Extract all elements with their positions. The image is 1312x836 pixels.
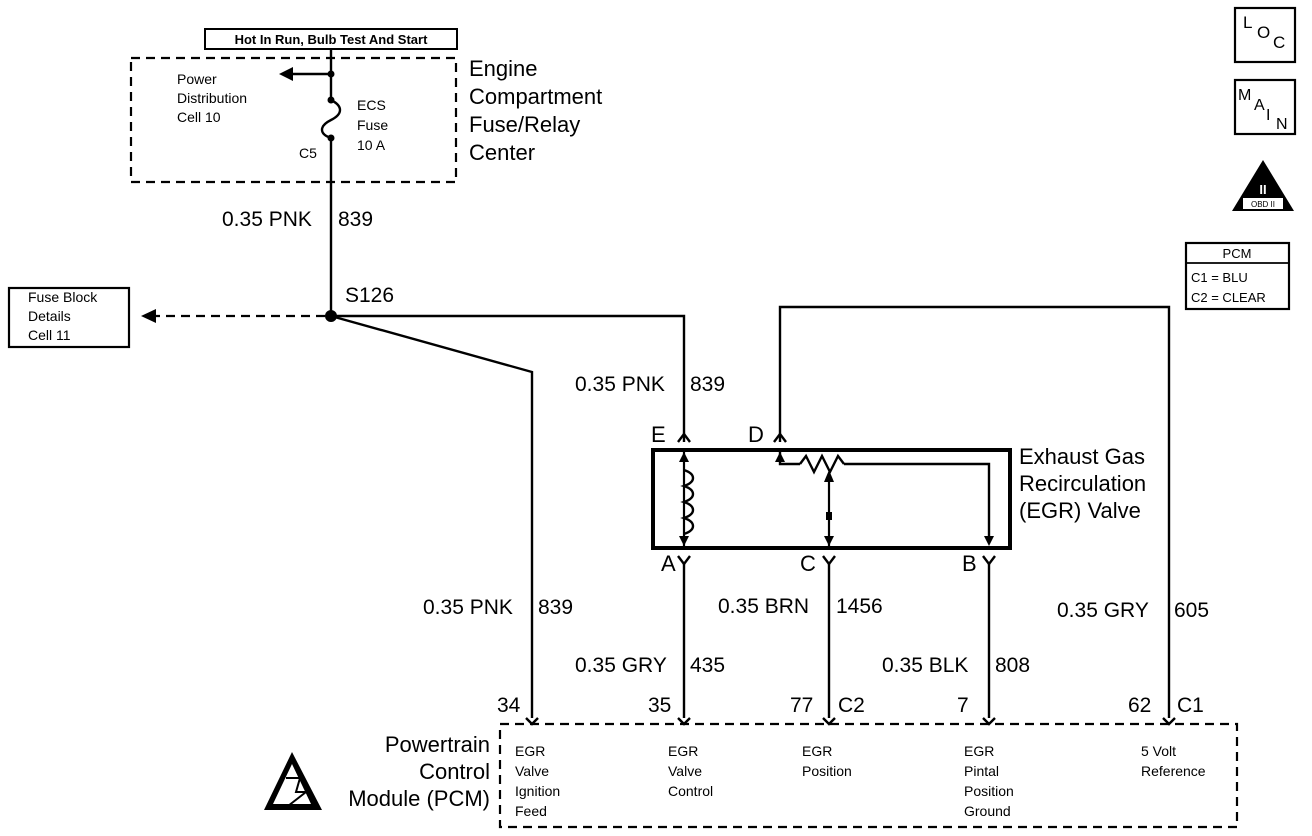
loc-icon: L O C (1233, 6, 1297, 64)
wire-6-circuit: 808 (995, 654, 1030, 677)
legend-title: PCM (1223, 246, 1252, 261)
pcm-pin-77-icon (822, 717, 836, 726)
pcm-f5-1: 5 Volt (1141, 743, 1176, 759)
wire-4-circuit: 435 (690, 654, 725, 677)
fuse-block-box (7, 286, 131, 349)
pcm-title-2: Control (419, 759, 490, 784)
wire-5-label: 0.35 BRN (718, 595, 809, 618)
pcm-pin-7: 7 (957, 694, 969, 717)
fuse-block-label-1: Fuse Block (28, 289, 98, 305)
arrow-left-icon (279, 67, 293, 81)
main-icon-letter-1: M (1238, 87, 1251, 104)
connector-d-icon (773, 432, 787, 443)
wire-1-circuit: 839 (338, 208, 373, 231)
loc-icon-letter-2: O (1257, 23, 1270, 42)
pcm-connector-c2: C2 (838, 694, 865, 717)
pcm-f2-1: EGR (668, 743, 698, 759)
main-icon-letter-2: A (1254, 97, 1265, 114)
wire-5-circuit: 1456 (836, 595, 883, 618)
wire-3-circuit: 839 (538, 596, 573, 619)
pcm-f1-1: EGR (515, 743, 545, 759)
pcm-pin-34: 34 (497, 694, 521, 717)
power-source-text: Hot In Run, Bulb Test And Start (235, 32, 428, 47)
fuse-block-label-2: Details (28, 308, 71, 324)
fuse-block-label-3: Cell 11 (28, 327, 71, 343)
wire-4-label: 0.35 GRY (575, 654, 667, 677)
wire-7-circuit: 605 (1174, 599, 1209, 622)
main-icon-letter-3: I (1266, 107, 1270, 124)
main-icon-letter-4: N (1276, 116, 1288, 133)
wire-2-label: 0.35 PNK (575, 373, 665, 396)
egr-title-1: Exhaust Gas (1019, 444, 1145, 469)
connector-b-icon (982, 555, 996, 566)
pcm-f1-3: Ignition (515, 783, 560, 799)
main-icon: M A I N (1233, 78, 1297, 136)
wire-3-label: 0.35 PNK (423, 596, 513, 619)
pcm-f3-2: Position (802, 763, 852, 779)
fuse-label-1: ECS (357, 97, 386, 113)
pcm-f1-2: Valve (515, 763, 549, 779)
pcm-f4-4: Ground (964, 803, 1011, 819)
obd-icon-label: OBD II (1251, 200, 1275, 209)
connector-c-icon (822, 555, 836, 566)
pcm-f4-1: EGR (964, 743, 994, 759)
arrow-left-icon (141, 309, 156, 323)
pin-e-label: E (651, 422, 666, 447)
fuse-label-2: Fuse (357, 117, 388, 133)
fuse-center-title-4: Center (469, 140, 535, 165)
obd-ii-icon: II OBD II (1232, 160, 1294, 211)
pcm-pin-77: 77 (790, 694, 813, 717)
wire-2-circuit: 839 (690, 373, 725, 396)
power-dist-label-2: Distribution (177, 90, 247, 106)
pcm-f2-2: Valve (668, 763, 702, 779)
pcm-connector-legend: PCM C1 = BLU C2 = CLEAR (1184, 241, 1291, 311)
egr-title-3: (EGR) Valve (1019, 498, 1141, 523)
pcm-f5-2: Reference (1141, 763, 1206, 779)
pcm-connector-c1: C1 (1177, 694, 1204, 717)
connector-a-icon (677, 555, 691, 566)
legend-c2: C2 = CLEAR (1191, 290, 1266, 305)
pin-b-label: B (962, 551, 977, 576)
potentiometer-icon (799, 453, 845, 475)
fuse-center-title-1: Engine (469, 56, 538, 81)
fuse-center-title-2: Compartment (469, 84, 602, 109)
power-dist-label-1: Power (177, 71, 217, 87)
pcm-box (498, 722, 1239, 829)
pin-d-label: D (748, 422, 764, 447)
connector-c5-label: C5 (299, 145, 317, 161)
fuse-label-3: 10 A (357, 137, 386, 153)
pcm-pin-35: 35 (648, 694, 671, 717)
wire-6-label: 0.35 BLK (882, 654, 968, 677)
legend-c1: C1 = BLU (1191, 270, 1248, 285)
pcm-f4-3: Position (964, 783, 1014, 799)
pcm-title-1: Powertrain (385, 732, 490, 757)
pin-a-label: A (661, 551, 676, 576)
wire-1-label: 0.35 PNK (222, 208, 312, 231)
power-source-label: Hot In Run, Bulb Test And Start (204, 28, 458, 50)
loc-icon-letter-1: L (1243, 13, 1252, 32)
pcm-f2-3: Control (668, 783, 713, 799)
pcm-f1-4: Feed (515, 803, 547, 819)
solenoid-coil-icon (680, 468, 695, 536)
power-dist-label-3: Cell 10 (177, 109, 221, 125)
pcm-f3-1: EGR (802, 743, 832, 759)
egr-valve-box (651, 448, 1012, 550)
pcm-f4-2: Pintal (964, 763, 999, 779)
wire-7-label: 0.35 GRY (1057, 599, 1149, 622)
esd-warning-icon (264, 752, 322, 810)
fuse-icon (320, 98, 342, 140)
pcm-title-3: Module (PCM) (348, 786, 490, 811)
egr-title-2: Recirculation (1019, 471, 1146, 496)
pcm-pin-62: 62 (1128, 694, 1151, 717)
obd-numeral: II (1259, 182, 1266, 197)
fuse-center-title-3: Fuse/Relay (469, 112, 580, 137)
loc-icon-letter-3: C (1273, 33, 1285, 52)
splice-label: S126 (345, 284, 394, 307)
pin-c-label: C (800, 551, 816, 576)
connector-e-icon (677, 432, 691, 443)
